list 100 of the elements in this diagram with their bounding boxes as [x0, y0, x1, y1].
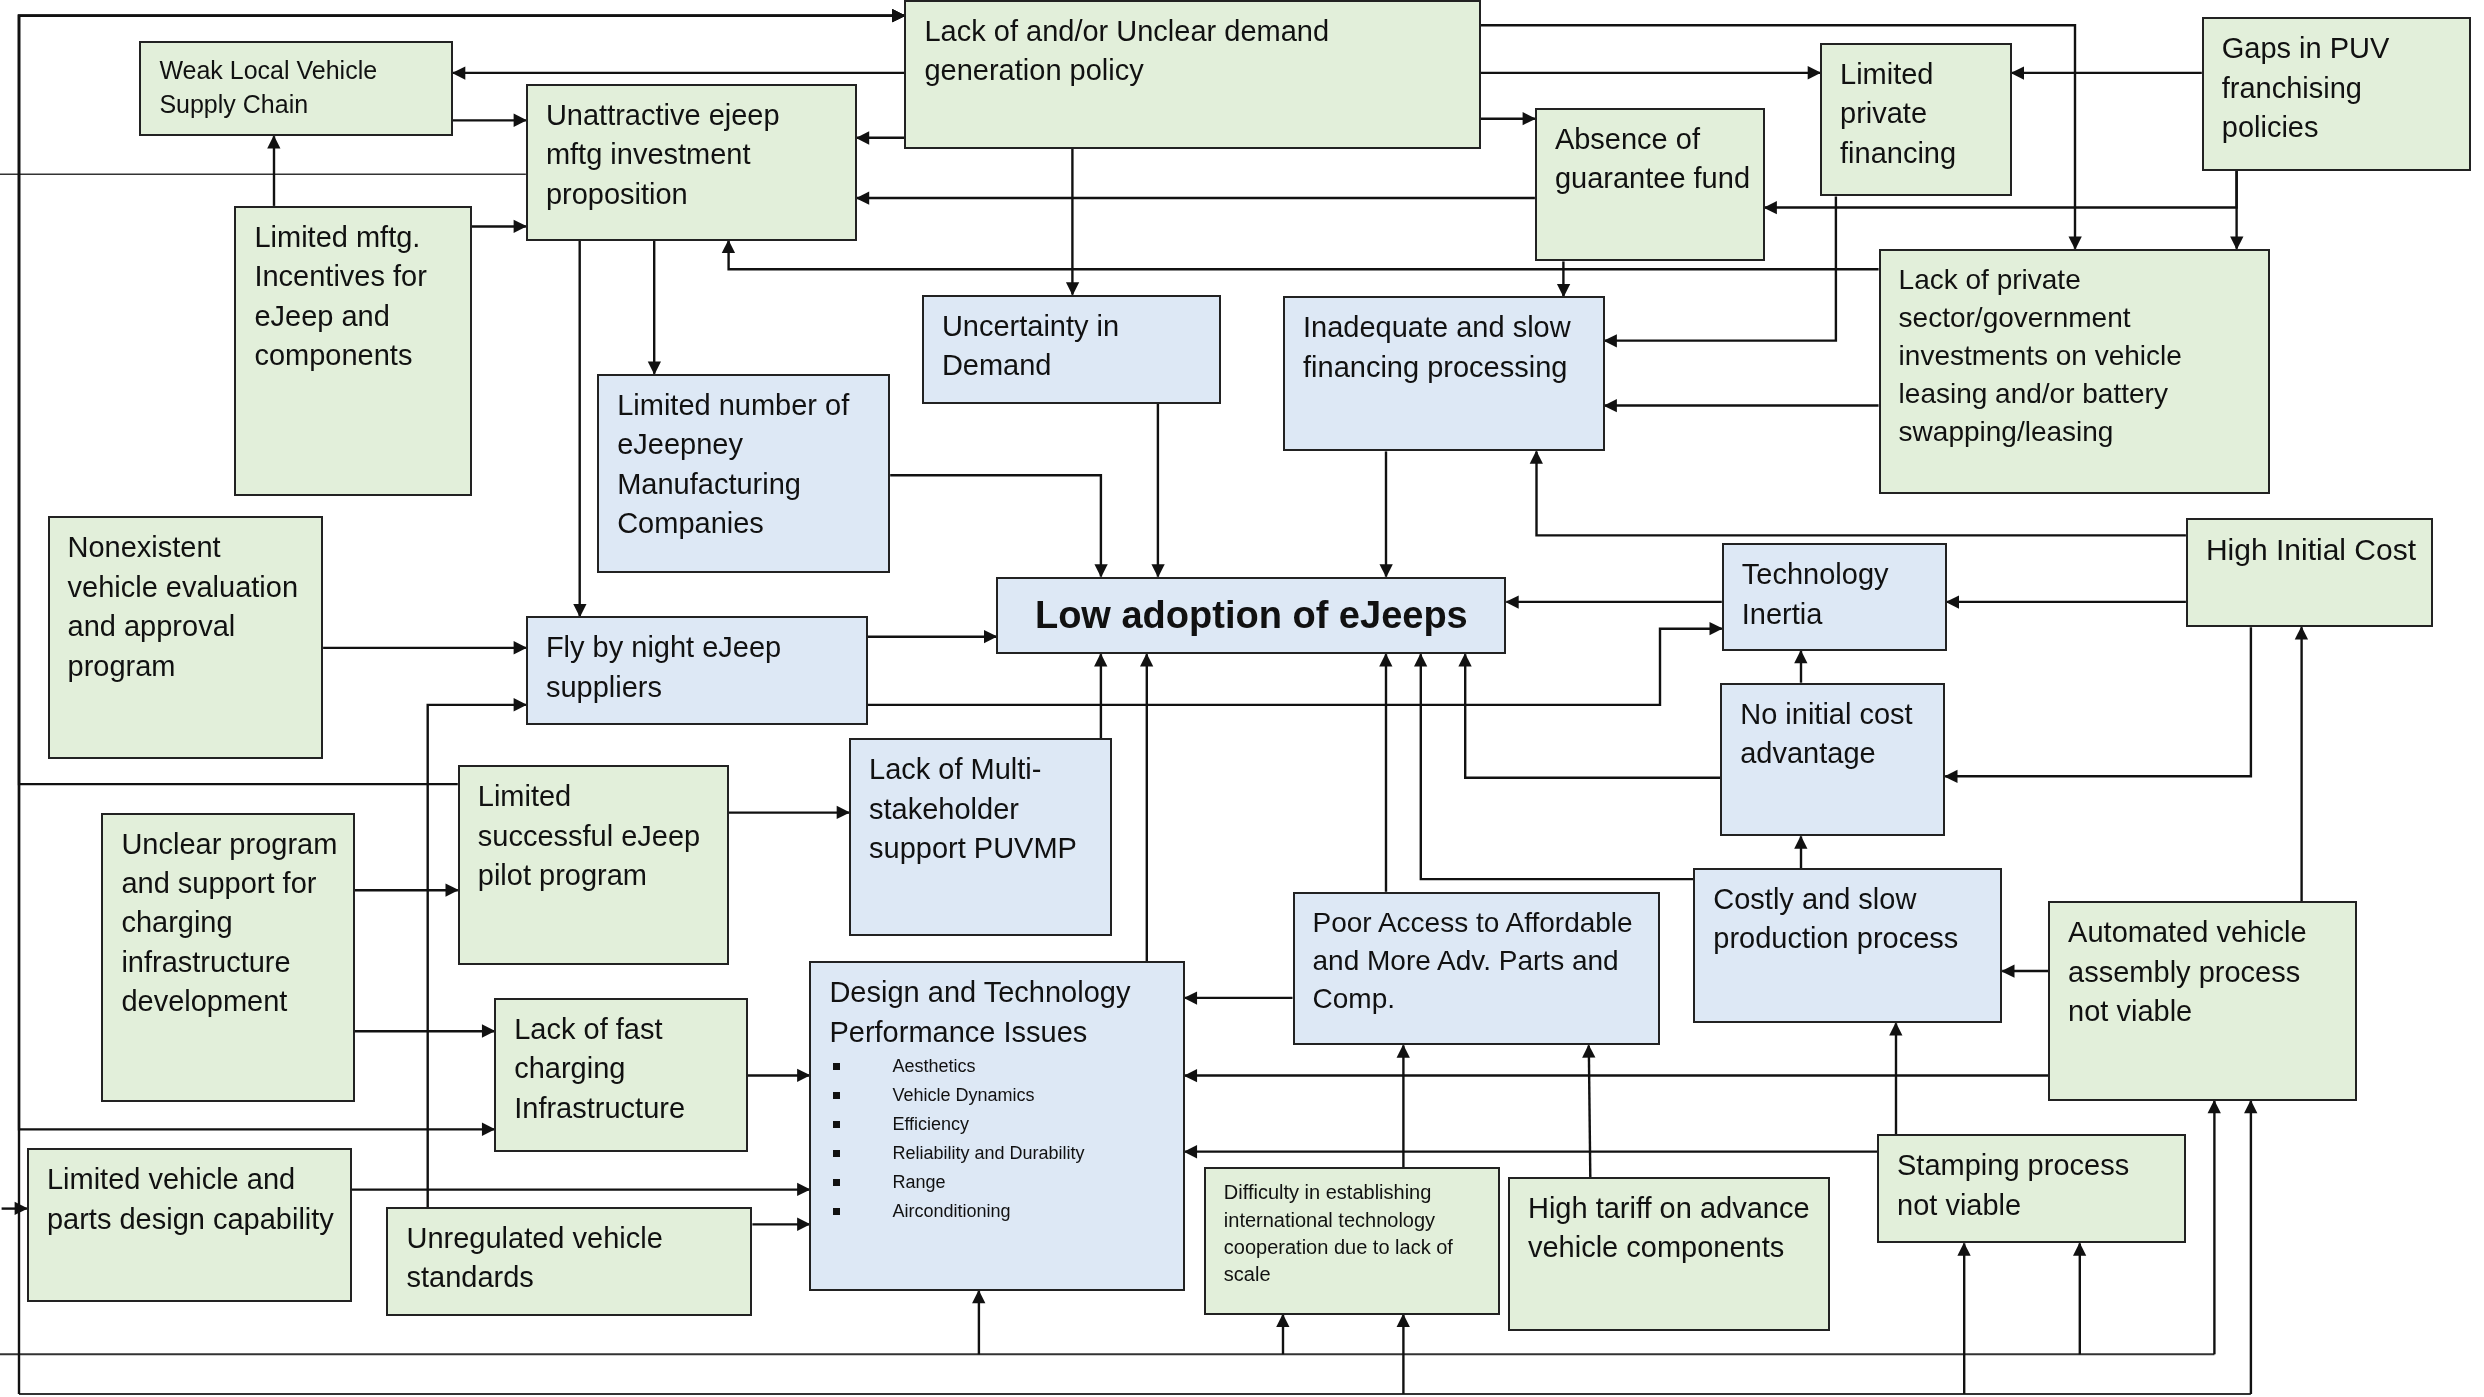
- cause-box: [2048, 901, 2357, 1101]
- arrow: [2010, 66, 2202, 80]
- arrow: [1276, 1313, 1290, 1355]
- arrow: [1945, 595, 2186, 609]
- arrow: [868, 629, 998, 644]
- arrow: [1889, 1022, 1903, 1135]
- arrow: [752, 1217, 811, 1231]
- box-text: Low adoption of eJeeps: [1034, 592, 1468, 638]
- arrow: [1183, 1069, 2049, 1083]
- arrow: [573, 240, 587, 618]
- box-text: Unattractive ejeep mftg investment proposition: [545, 97, 781, 212]
- arrow: [1529, 450, 2186, 537]
- cause-box: [386, 1207, 753, 1317]
- arrow: [747, 1068, 811, 1082]
- arrow: [721, 239, 1879, 271]
- problem-box: [921, 294, 1222, 404]
- arrow: [2207, 1099, 2221, 1355]
- box-text: Limited number of eJeepney Manufacturing Companies: [617, 387, 851, 542]
- cause-box: [1534, 107, 1765, 262]
- arrow: [1556, 261, 1571, 298]
- arrow: [267, 135, 281, 206]
- arrow: [426, 698, 527, 1207]
- arrow: [1065, 148, 1080, 296]
- arrow: [1481, 24, 2082, 250]
- arrow: [472, 219, 527, 233]
- arrow: [1183, 991, 1293, 1005]
- arrow: [452, 66, 905, 80]
- problem-box: [1720, 682, 1946, 837]
- bullet-text: Efficiency: [892, 1114, 970, 1136]
- cause-box: [1507, 1176, 1830, 1331]
- problem-box: [525, 616, 868, 726]
- arrow: [1458, 653, 1721, 779]
- arrow: [1, 1201, 28, 1216]
- bullet-text: Airconditioning: [892, 1201, 1011, 1223]
- box-text: Stamping process not viable: [1897, 1148, 2131, 1223]
- arrow: [1957, 1242, 1971, 1394]
- arrow: [1603, 399, 1879, 413]
- box-text: Limited mftg. Incentives for eJeep and components: [254, 219, 428, 374]
- arrow: [2072, 1242, 2087, 1355]
- box-text: Fly by night eJeep suppliers: [545, 630, 783, 705]
- arrow: [972, 1290, 986, 1355]
- problem-box: [1283, 296, 1605, 452]
- box-text: Design and Technology Performance Issues: [829, 975, 1132, 1050]
- arrow: [855, 131, 905, 145]
- cause-box: [26, 1148, 352, 1303]
- box-text: High tariff on advance vehicle components: [1527, 1190, 1811, 1266]
- bullet-text: Aesthetics: [892, 1056, 976, 1078]
- bullet-text: Range: [892, 1172, 946, 1194]
- box-text: Poor Access to Affordable and More Adv. Parts and Comp.: [1312, 905, 1634, 1016]
- cause-box: [1203, 1167, 1501, 1315]
- box-text: Unregulated vehicle standards: [406, 1221, 664, 1296]
- box-text: Limited vehicle and parts design capability: [46, 1162, 335, 1237]
- problem-box: [809, 961, 1185, 1291]
- box-text: Lack of Multi-stakeholder support PUVMP: [869, 752, 1078, 866]
- arrow: [1396, 1044, 1410, 1168]
- arrow: [1944, 627, 2253, 784]
- arrow: [1794, 650, 1808, 683]
- arrow: [1139, 653, 1154, 962]
- bullet-text: Vehicle Dynamics: [892, 1085, 1035, 1107]
- box-text: Nonexistent vehicle evaluation and approval program: [67, 530, 300, 684]
- arrow: [1379, 451, 1393, 578]
- cause-box: [47, 516, 324, 759]
- box-text: Inadequate and slow financing processing: [1303, 310, 1572, 385]
- arrow: [1413, 653, 1694, 881]
- box-text: Costly and slow production process: [1713, 882, 1960, 957]
- problem-box: [849, 738, 1112, 937]
- box-text: Unclear program and support for charging infrastructure development: [121, 826, 339, 1020]
- box-text: No initial cost advantage: [1740, 696, 1914, 772]
- cause-box: [2185, 517, 2433, 628]
- arrow: [17, 8, 906, 1394]
- cause-box: [139, 41, 453, 137]
- bullet-text: Reliability and Durability: [892, 1143, 1085, 1165]
- arrow: [1505, 595, 1722, 609]
- arrow: [2230, 171, 2244, 250]
- arrow: [1582, 1044, 1596, 1177]
- box-text: Gaps in PUV franchising policies: [2221, 31, 2391, 146]
- arrow: [890, 474, 1108, 578]
- problem-box: [1693, 868, 2003, 1024]
- arrow: [1183, 1145, 1877, 1159]
- box-text: Weak Local Vehicle Supply Chain: [159, 55, 379, 121]
- cause-box: [904, 0, 1481, 149]
- cause-box: [101, 812, 355, 1103]
- arrow: [354, 883, 459, 897]
- box-text: Lack of and/or Unclear demand generation policy: [924, 14, 1331, 89]
- arrow: [1379, 653, 1393, 892]
- box-text: Uncertainty in Demand: [941, 308, 1121, 384]
- arrow: [1603, 196, 1838, 348]
- box-text: Automated vehicle assembly process not viable: [2068, 915, 2308, 1030]
- arrow: [323, 641, 527, 655]
- arrow: [1396, 1313, 1410, 1394]
- arrow: [1794, 835, 1808, 868]
- arrow: [855, 191, 1535, 205]
- cause-box: [457, 765, 729, 965]
- core-problem-box: [996, 576, 1507, 655]
- arrow: [1094, 653, 1108, 739]
- cause-box: [494, 997, 748, 1152]
- arrow: [2244, 1099, 2258, 1394]
- cause-box: [1820, 42, 2012, 197]
- box-text: Difficulty in establishing international technology cooperation due to lack of scale: [1223, 1180, 1454, 1287]
- box-text: Lack of fast charging Infrastructure: [514, 1011, 687, 1126]
